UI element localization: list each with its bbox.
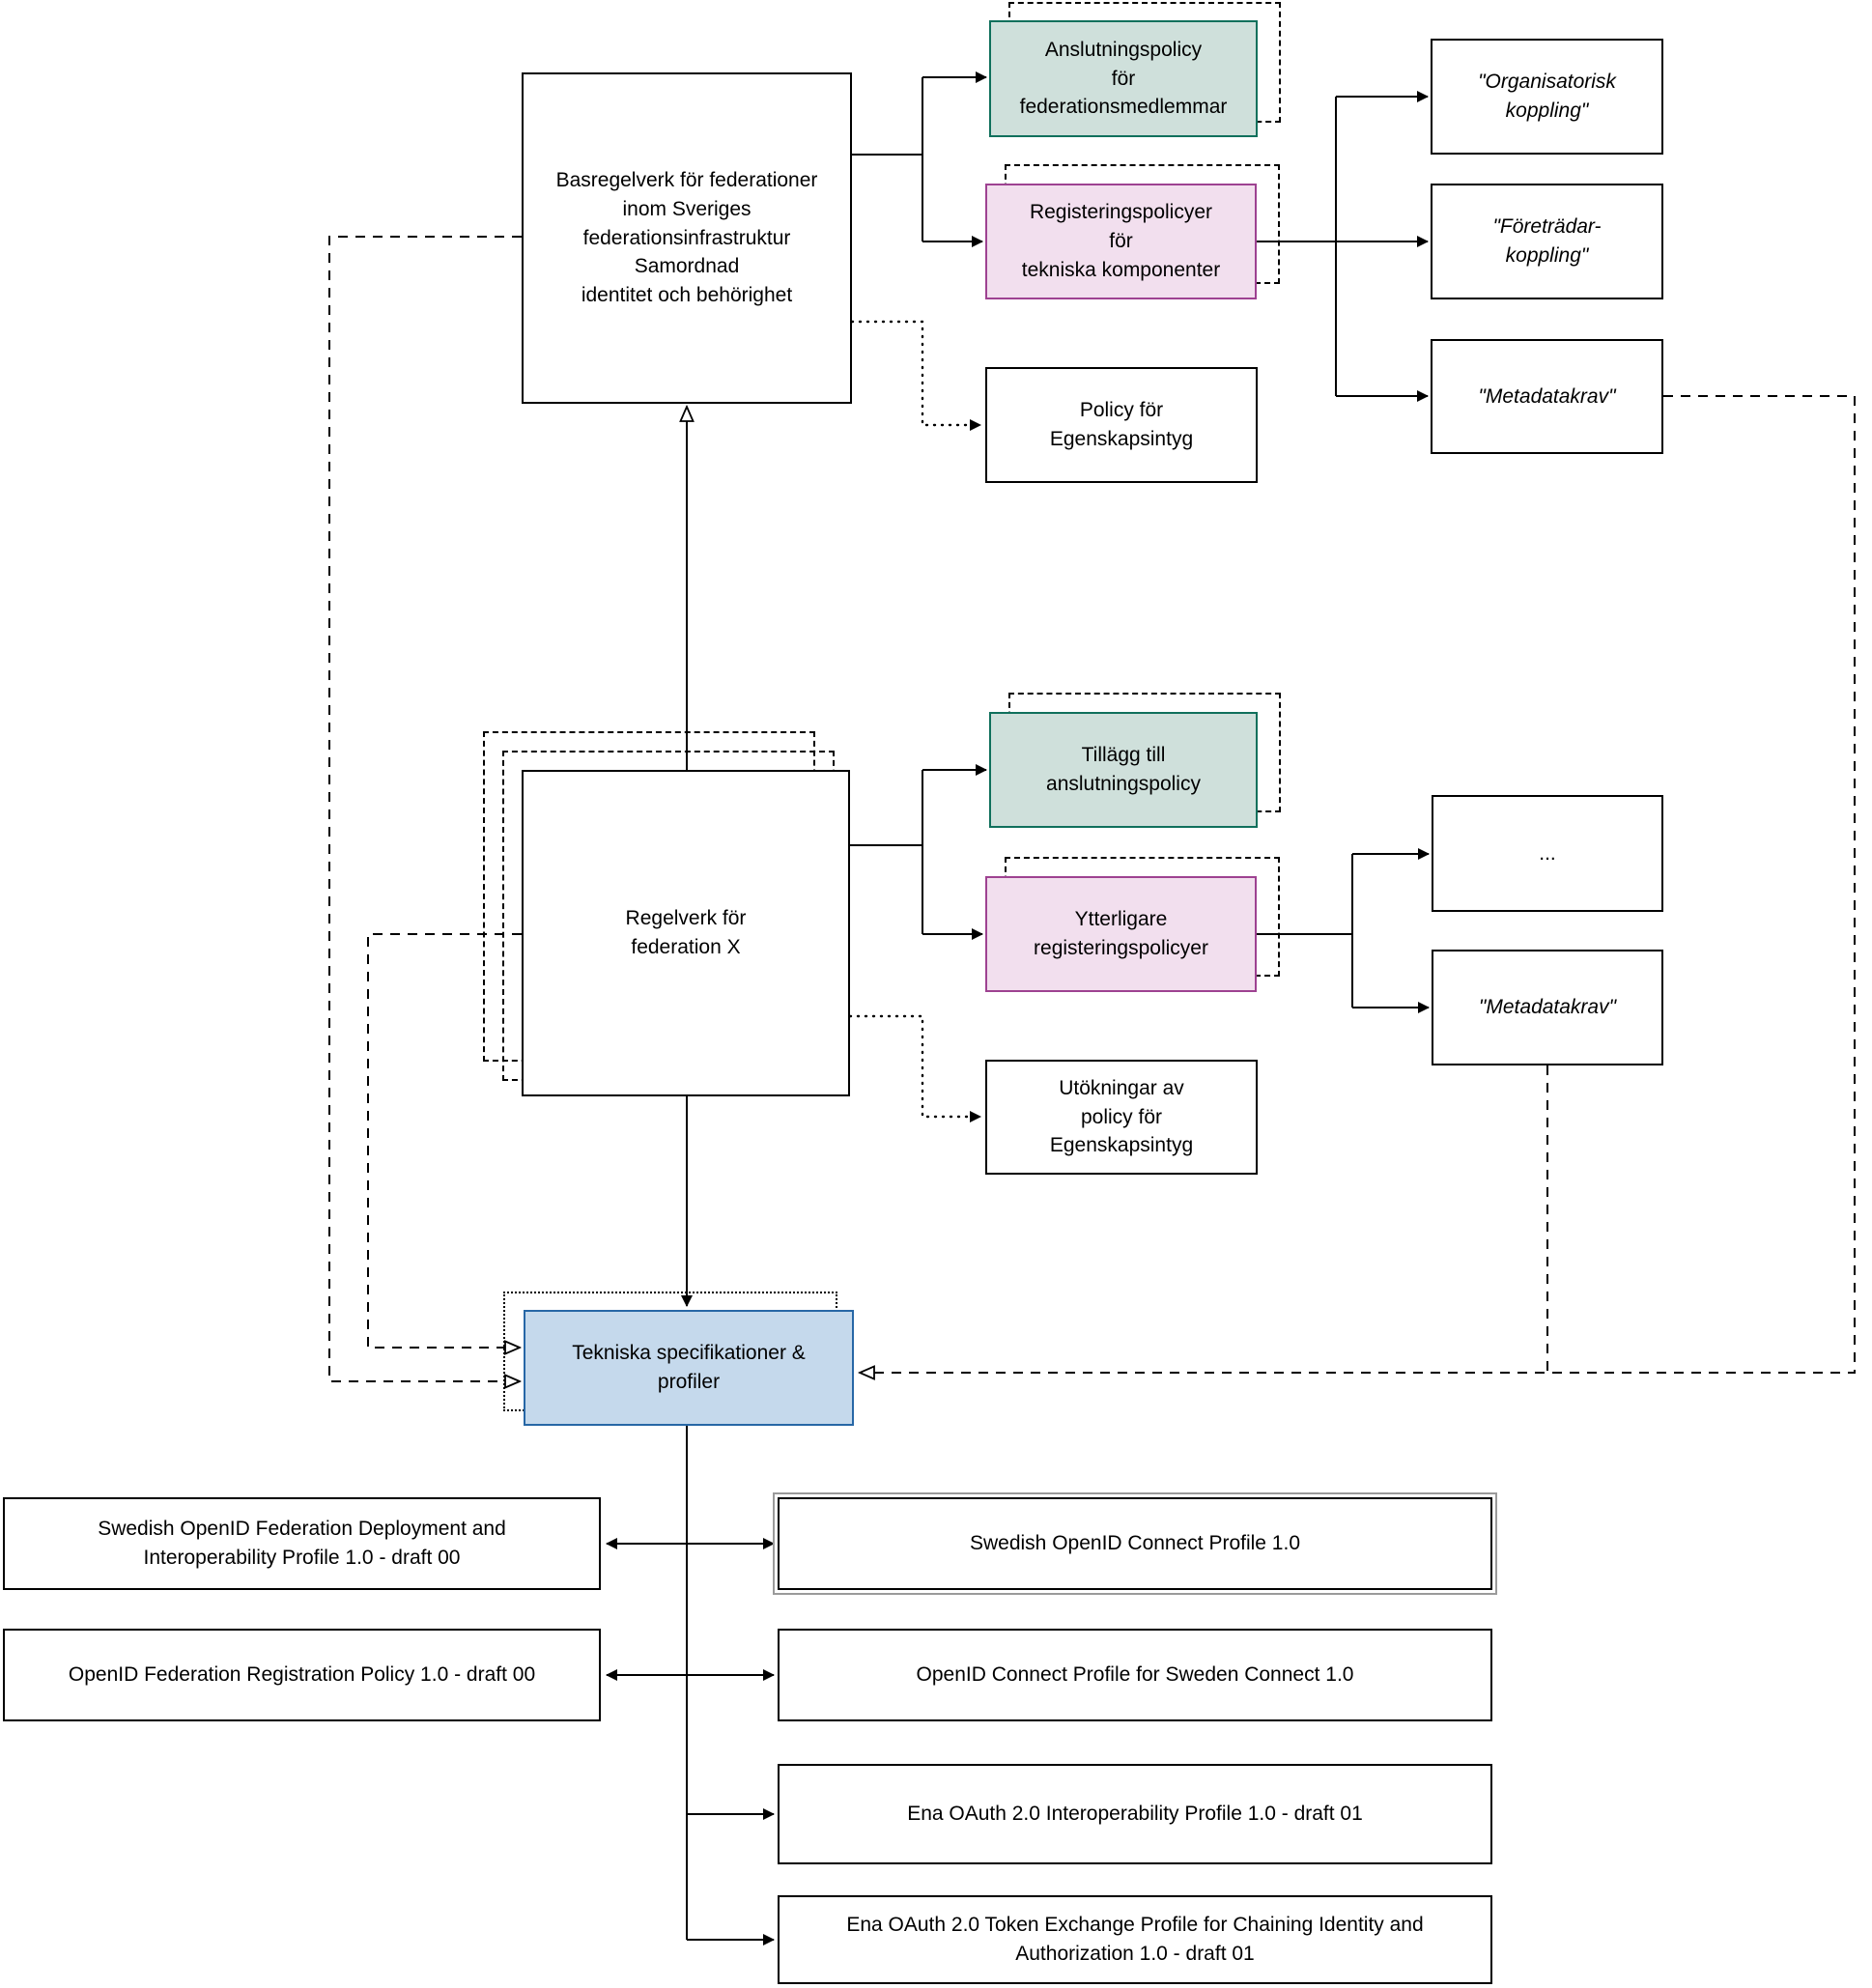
node-swedish-openid-connect-profile-label: Swedish OpenID Connect Profile 1.0 [969,1532,1301,1555]
dashed-regelverkx-to-tekniska [367,933,522,1348]
node-ena-oauth-interoperability-label: Ena OAuth 2.0 Interoperability Profile 1… [907,1803,1363,1826]
node-ytterligare-registeringspolicyer: Ytterligare registeringspolicyer [985,876,1257,992]
node-policy-egenskapsintyg: Policy för Egenskapsintyg [985,367,1258,483]
node-anslutningspolicy-label: Anslutningspolicy för federationsmedlemm… [1019,38,1228,119]
dashed-basregelverk-to-tekniska [328,236,522,1381]
node-basregelverk-label: Basregelverk för federationer inom Sveri… [555,168,818,307]
node-metadatakrav-mid: "Metadatakrav" [1432,950,1663,1065]
node-ena-oauth-token-exchange-label: Ena OAuth 2.0 Token Exchange Profile for… [846,1914,1424,1965]
node-foretradar-koppling: "Företrädar- koppling" [1431,184,1663,299]
node-tekniska-specifikationer-label: Tekniska specifikationer & profiler [572,1342,806,1393]
node-organisatorisk-koppling: "Organisatorisk koppling" [1431,39,1663,155]
node-foretradar-koppling-label: "Företrädar- koppling" [1492,215,1602,267]
node-tillagg-anslutningspolicy: Tillägg till anslutningspolicy [989,712,1258,828]
node-openid-federation-registration-policy: OpenID Federation Registration Policy 1.… [3,1629,601,1721]
split-ytterligare-right [1257,854,1353,1008]
node-basregelverk: Basregelverk för federationer inom Sveri… [522,72,852,404]
node-regelverk-x-label: Regelverk för federation X [625,907,747,958]
node-swedish-openid-federation-deployment: Swedish OpenID Federation Deployment and… [3,1497,601,1590]
node-metadatakrav-mid-label: "Metadatakrav" [1478,996,1617,1019]
node-policy-egenskapsintyg-label: Policy för Egenskapsintyg [1049,399,1194,450]
node-swedish-openid-connect-profile: Swedish OpenID Connect Profile 1.0 [773,1492,1497,1595]
node-ellipsis: ... [1432,795,1663,912]
node-swedish-openid-federation-deployment-label: Swedish OpenID Federation Deployment and… [98,1518,506,1569]
node-registeringspolicyer-label: Registeringspolicyer för tekniska kompon… [1021,201,1221,281]
node-utokningar-egenskapsintyg: Utökningar av policy för Egenskapsintyg [985,1060,1258,1175]
node-ena-oauth-interoperability: Ena OAuth 2.0 Interoperability Profile 1… [778,1764,1492,1864]
node-tekniska-specifikationer: Tekniska specifikationer & profiler [524,1310,854,1426]
dashed-metadatakrav-top-to-tekniska [860,395,1856,1373]
node-ytterligare-registeringspolicyer-label: Ytterligare registeringspolicyer [1034,908,1208,959]
dotted-to-utokningar [848,1014,982,1122]
node-regelverk-x: Regelverk för federation X [522,770,850,1096]
node-openid-connect-profile-sweden-connect-label: OpenID Connect Profile for Sweden Connec… [916,1663,1354,1687]
dotted-to-policy-egenskapsintyg [850,320,982,431]
split-basregelverk-right [852,77,923,241]
node-utokningar-egenskapsintyg-label: Utökningar av policy för Egenskapsintyg [1049,1076,1194,1157]
split-registeringspolicyer-right [1257,97,1337,396]
node-ena-oauth-token-exchange: Ena OAuth 2.0 Token Exchange Profile for… [778,1895,1492,1984]
node-anslutningspolicy: Anslutningspolicy för federationsmedlemm… [989,20,1258,137]
node-registeringspolicyer: Registeringspolicyer för tekniska kompon… [985,184,1257,299]
node-organisatorisk-koppling-label: "Organisatorisk koppling" [1478,71,1616,122]
node-metadatakrav-top: "Metadatakrav" [1431,339,1663,454]
node-metadatakrav-top-label: "Metadatakrav" [1478,384,1616,408]
node-openid-federation-registration-policy-label: OpenID Federation Registration Policy 1.… [68,1663,536,1687]
node-tillagg-anslutningspolicy-label: Tillägg till anslutningspolicy [1046,744,1201,795]
node-openid-connect-profile-sweden-connect: OpenID Connect Profile for Sweden Connec… [778,1629,1492,1721]
node-ellipsis-label: ... [1539,841,1556,865]
split-regelverkx-right [850,770,923,934]
